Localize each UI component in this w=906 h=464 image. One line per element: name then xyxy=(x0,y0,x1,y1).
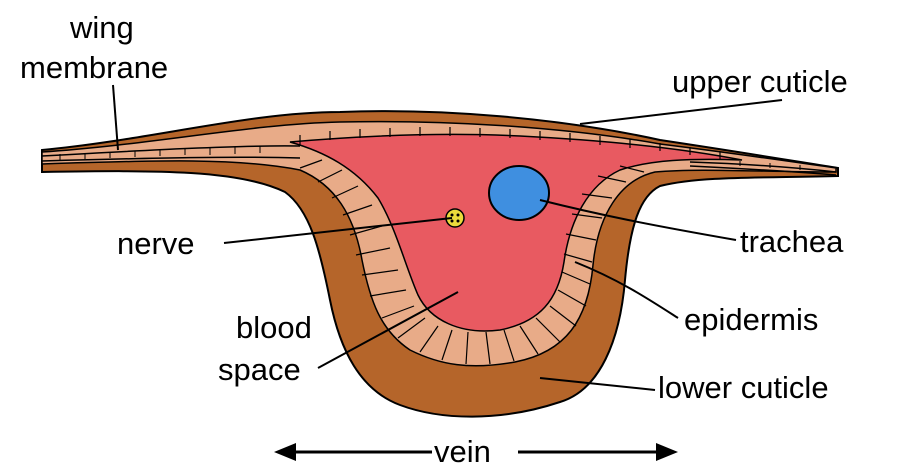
arrow-right-head-icon xyxy=(656,443,678,461)
blood-space-label-line2: space xyxy=(218,352,301,387)
trachea-label: trachea xyxy=(740,224,844,259)
upper-cuticle-leader xyxy=(580,100,782,124)
trachea-circle xyxy=(489,166,549,220)
epidermis-label: epidermis xyxy=(684,302,818,337)
arrow-left-head-icon xyxy=(274,443,296,461)
lower-cuticle-label: lower cuticle xyxy=(658,370,829,405)
wing-membrane-label-line1: wing xyxy=(69,10,134,45)
nerve-label: nerve xyxy=(117,226,195,261)
vein-label: vein xyxy=(434,434,491,464)
blood-space-label-line1: blood xyxy=(236,310,312,345)
wing-membrane-label-line2: membrane xyxy=(20,50,168,85)
upper-cuticle-label: upper cuticle xyxy=(672,64,848,99)
